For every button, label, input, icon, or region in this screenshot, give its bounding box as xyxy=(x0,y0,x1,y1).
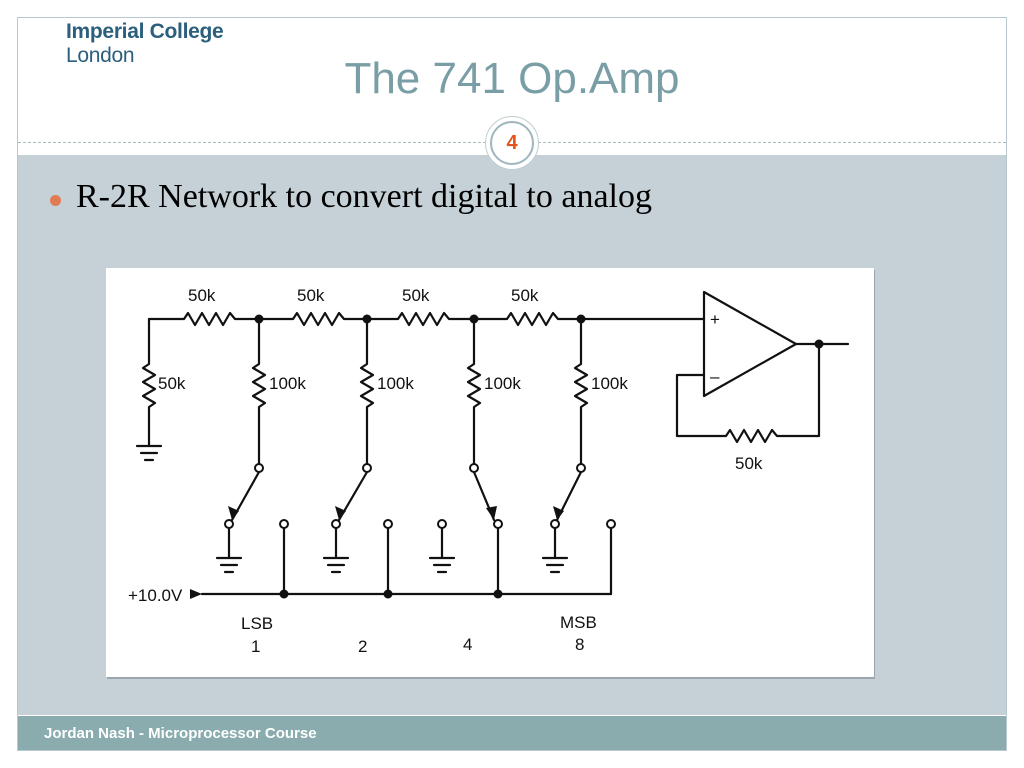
opamp-minus-label: – xyxy=(710,367,720,386)
bullet-dot-icon xyxy=(50,195,61,206)
switch-terminals xyxy=(224,463,616,529)
feedback-wire xyxy=(675,342,821,444)
shunt-resistor-label: 50k xyxy=(158,374,186,393)
top-rail-wire xyxy=(147,311,706,327)
imperial-college-logo: Imperial College London xyxy=(48,20,258,70)
slide-title: The 741 Op.Amp xyxy=(344,54,680,103)
logo-line-2: London xyxy=(66,44,135,67)
bit-weight-1: 1 xyxy=(251,637,260,656)
ground-4 xyxy=(541,526,569,574)
bit-weight-2: 2 xyxy=(358,637,367,656)
lsb-label: LSB xyxy=(241,614,273,633)
switch-2-arrowhead xyxy=(335,506,346,520)
series-resistor-3-label: 50k xyxy=(402,286,430,305)
feedback-resistor-label: 50k xyxy=(735,454,763,473)
series-resistor-2-label: 50k xyxy=(297,286,325,305)
switch-3-arrowhead xyxy=(486,506,497,520)
supply-arrow-icon xyxy=(190,589,202,599)
ground-3 xyxy=(428,526,456,574)
ground-1 xyxy=(215,526,243,574)
branch-resistor-2-label: 100k xyxy=(377,374,414,393)
branch-resistor-4-label: 100k xyxy=(591,374,628,393)
r2r-circuit-diagram: 50k 50k 50k 50k 50k 100k 100k 100k 100k … xyxy=(128,286,850,656)
logo-line-1: Imperial College xyxy=(66,20,224,43)
supply-voltage-label: +10.0V xyxy=(128,586,183,605)
switch-arrowheads xyxy=(228,506,564,520)
opamp-triangle xyxy=(702,290,798,398)
r2r-dac-circuit-figure: 50k 50k 50k 50k 50k 100k 100k 100k 100k … xyxy=(106,268,874,677)
switch-1-arrowhead xyxy=(228,506,239,520)
bit-weight-8: 8 xyxy=(575,635,584,654)
switch-4-arrowhead xyxy=(553,506,564,520)
junction-dots xyxy=(254,314,824,599)
shunt-resistor-wire xyxy=(141,317,157,448)
branch-resistor-3-label: 100k xyxy=(484,374,521,393)
left-ground-symbol xyxy=(135,444,163,462)
branch-resistor-1-label: 100k xyxy=(269,374,306,393)
branch-4-wire xyxy=(573,317,589,466)
bit-weight-4: 4 xyxy=(463,635,472,654)
slide-number: 4 xyxy=(490,121,534,165)
slide-frame xyxy=(17,17,1007,751)
footer-text: Jordan Nash - Microprocessor Course xyxy=(44,725,317,742)
bullet-text: R-2R Network to convert digital to analo… xyxy=(76,178,652,215)
slide-footer: Jordan Nash - Microprocessor Course xyxy=(18,716,1006,750)
branch-2-wire xyxy=(359,317,375,466)
series-resistor-1-label: 50k xyxy=(188,286,216,305)
opamp-plus-label: + xyxy=(710,310,720,329)
msb-label: MSB xyxy=(560,613,597,632)
ground-2 xyxy=(322,526,350,574)
series-resistor-4-label: 50k xyxy=(511,286,539,305)
branch-1-wire xyxy=(251,317,267,466)
branch-3-wire xyxy=(466,317,482,466)
